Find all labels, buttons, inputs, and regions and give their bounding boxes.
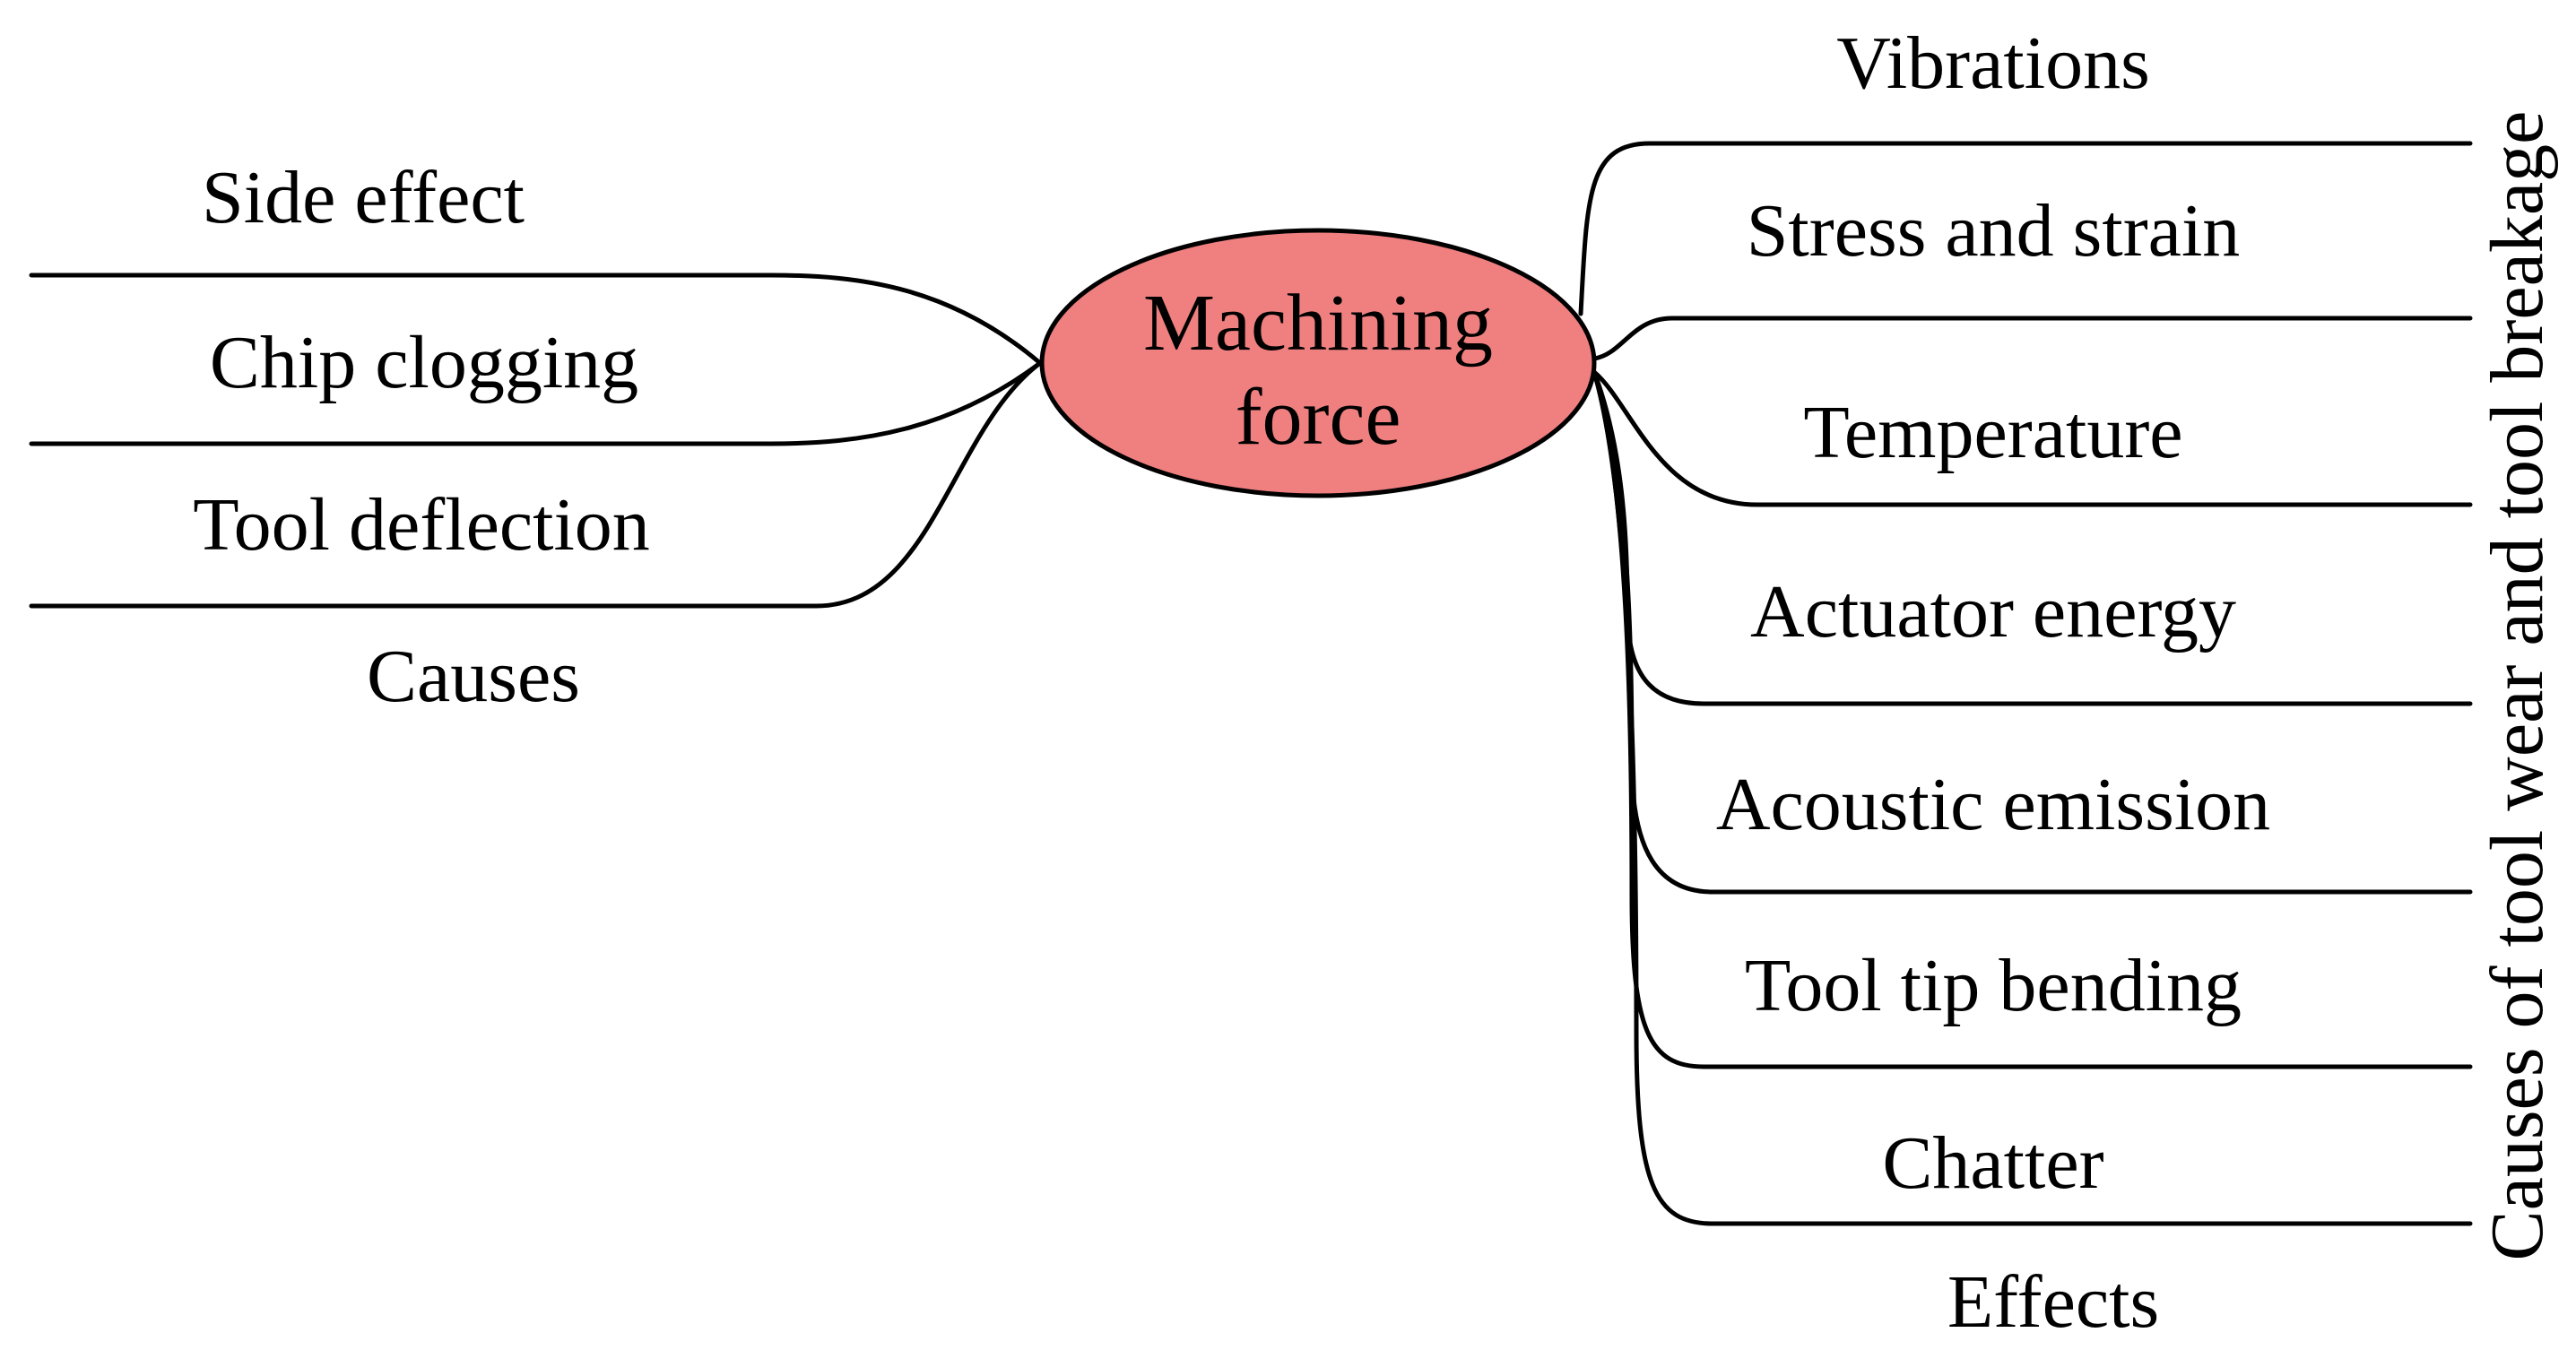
connector-left-2 xyxy=(29,360,1043,446)
center-node xyxy=(1039,228,1597,498)
connector-right-7 xyxy=(1592,369,2473,1226)
connector-left-1 xyxy=(29,273,1043,366)
right-item-vibrations: Vibrations xyxy=(1836,22,2150,105)
connector-left-3 xyxy=(29,360,1043,609)
side-caption-vertical: Causes of tool wear and tool breakage xyxy=(2476,111,2559,1261)
right-item-acoustic-emission: Acoustic emission xyxy=(1716,763,2270,846)
center-label-line1: Machining xyxy=(1143,279,1493,368)
connector-right-1 xyxy=(1578,141,2473,316)
right-caption-effects: Effects xyxy=(1947,1260,2159,1344)
right-item-actuator-energy: Actuator energy xyxy=(1750,570,2236,653)
left-item-chip-clogging: Chip clogging xyxy=(210,321,638,404)
right-item-chatter: Chatter xyxy=(1882,1121,2103,1205)
right-item-stress-and-strain: Stress and strain xyxy=(1747,189,2241,273)
right-item-tool-tip-bending: Tool tip bending xyxy=(1745,944,2242,1027)
center-label-line2: force xyxy=(1236,373,1401,462)
left-caption-causes: Causes xyxy=(367,635,580,718)
connector-right-2 xyxy=(1592,316,2473,361)
connector-right-3 xyxy=(1592,369,2473,507)
left-item-tool-deflection: Tool deflection xyxy=(193,483,650,567)
left-item-side-effect: Side effect xyxy=(202,156,525,239)
right-item-temperature: Temperature xyxy=(1803,391,2182,474)
